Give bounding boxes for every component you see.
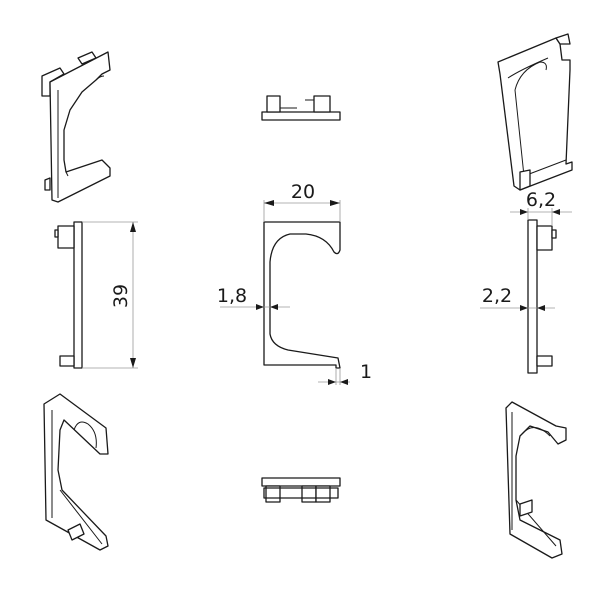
bottom-view <box>261 477 341 503</box>
isometric-view-top-left <box>41 51 111 203</box>
isometric-view-top-right <box>497 33 573 191</box>
isometric-view-bottom-left <box>43 393 109 551</box>
top-view <box>261 95 341 121</box>
dimension-wall-thickness: 1,8 <box>217 285 247 307</box>
dimension-depth: 6,2 <box>526 189 556 211</box>
dimension-height: 39 <box>110 284 132 308</box>
dimension-plate-thickness: 2,2 <box>482 285 512 307</box>
side-view-right: 6,2 2,2 <box>480 189 572 374</box>
side-view-left: 39 <box>54 221 138 369</box>
isometric-view-bottom-right <box>505 401 567 559</box>
dimension-lip: 1 <box>360 361 372 383</box>
dimension-width: 20 <box>291 181 315 203</box>
front-profile-view: 20 1,8 1 <box>217 181 372 385</box>
